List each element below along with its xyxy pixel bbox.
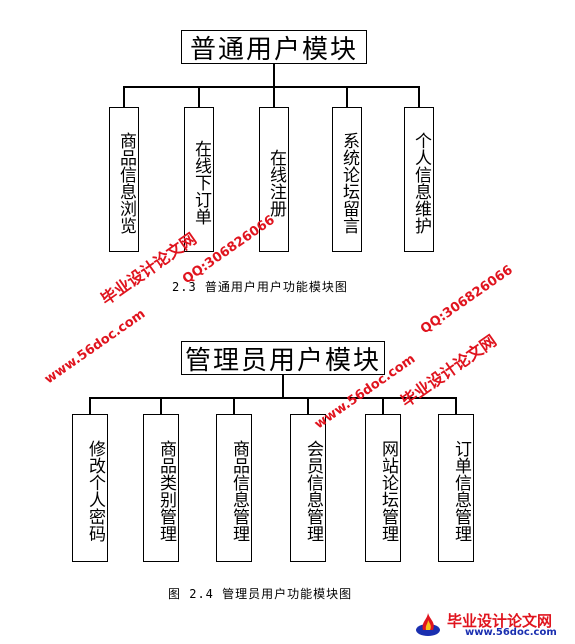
diagram2-child-box: 网站论坛管理 [365,414,401,562]
logo-url: www.56doc.com [465,627,557,638]
watermark-qq: QQ:306826066 [418,262,516,338]
connector [273,64,275,86]
logo-site-name: 毕业设计论文网 [447,612,553,630]
diagram2-child-label: 商品信息管理 [229,440,249,542]
connector [89,397,456,399]
diagram1-child-box: 个人信息维护 [404,107,434,252]
diagram2-child-label: 网站论坛管理 [378,440,398,542]
diagram2-caption: 图 2.4 管理员用户功能模块图 [168,587,353,601]
diagram1-root-label: 普通用户模块 [189,34,358,65]
watermark-site-name: 毕业设计论文网 [397,331,500,411]
connector [418,86,420,108]
diagram1-caption: 2.3 普通用户用户功能模块图 [172,280,348,294]
diagram2-child-label: 会员信息管理 [303,440,323,542]
connector [455,397,457,415]
diagram1-child-label: 系统论坛留言 [339,131,359,234]
connector [123,86,420,88]
diagram1-child-label: 在线下订单 [191,140,211,225]
diagram1-child-label: 个人信息维护 [411,131,431,234]
diagram1-child-box: 系统论坛留言 [332,107,362,252]
diagram2-child-box: 修改个人密码 [72,414,108,562]
diagram1-child-box: 在线注册 [259,107,289,252]
connector [282,375,284,397]
diagram1-child-box: 商品信息浏览 [109,107,139,252]
diagram2-child-label: 商品类别管理 [156,440,176,542]
connector [198,86,200,108]
diagram2-child-box: 商品类别管理 [143,414,179,562]
connector [273,86,275,108]
watermark-url: www.56doc.com [42,306,149,388]
diagram2-root-box: 管理员用户模块 [181,341,385,376]
diagram2-child-box: 会员信息管理 [290,414,326,562]
diagram2-root-label: 管理员用户模块 [184,345,381,376]
diagram1-child-label: 在线注册 [266,148,286,217]
diagram2-child-box: 订单信息管理 [438,414,474,562]
diagram2-child-label: 订单信息管理 [451,440,471,542]
connector [160,397,162,415]
connector [346,86,348,108]
connector [123,86,125,108]
diagram2-child-label: 修改个人密码 [85,440,105,542]
connector [89,397,91,415]
flame-logo-icon [416,613,440,636]
connector [307,397,309,415]
diagram2-child-box: 商品信息管理 [216,414,252,562]
diagram1-child-box: 在线下订单 [184,107,214,252]
diagram1-root-box: 普通用户模块 [181,30,367,65]
site-logo: 毕业设计论文网 www.56doc.com [409,610,569,640]
diagram1-child-label: 商品信息浏览 [116,131,136,234]
connector [382,397,384,415]
connector [233,397,235,415]
